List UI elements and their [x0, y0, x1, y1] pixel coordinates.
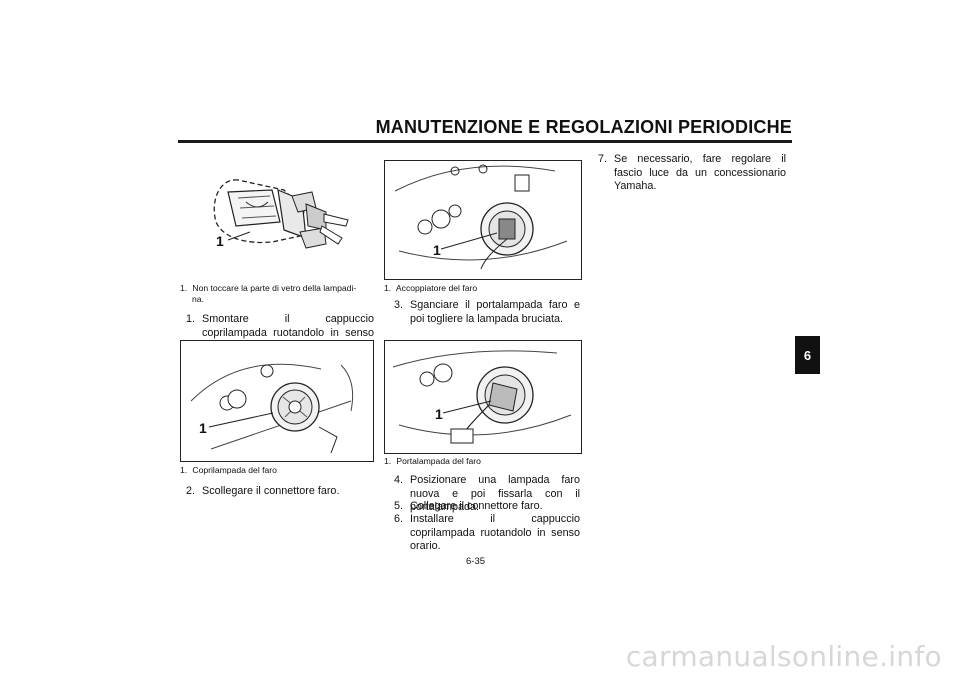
- figure-bulb: 1: [180, 160, 372, 278]
- figure-coupler: 1: [384, 160, 582, 280]
- step-item: 5. Collegare il connettore faro.: [394, 500, 543, 512]
- figure-caption: 1. Coprilampada del faro: [180, 465, 277, 475]
- cover-callout: 1: [199, 420, 207, 436]
- title-rule: [178, 140, 792, 143]
- coupler-callout: 1: [433, 242, 441, 258]
- figure-cover: 1: [180, 340, 374, 462]
- step-item: 3. Sganciare il portalampada faro e poi …: [394, 299, 580, 325]
- headlight-coupler-illustration: 1: [394, 164, 568, 270]
- step-item: 6. Installare il cappuccio coprilampada …: [394, 513, 580, 552]
- bulb-callout: 1: [216, 233, 224, 249]
- holder-callout: 1: [435, 406, 443, 422]
- step-item: 2. Scollegare il connettore faro.: [186, 485, 340, 497]
- watermark: carmanualsonline.info: [625, 640, 942, 673]
- figure-caption: 1. Non toccare la parte di vetro della l…: [180, 283, 357, 304]
- headlight-bulb-cover-illustration: 1: [190, 363, 354, 454]
- headlight-bulb-holder-illustration: 1: [392, 350, 572, 444]
- halogen-bulb-illustration: 1: [213, 179, 349, 249]
- page-number: 6-35: [466, 556, 486, 567]
- step-item: 7. Se necessario, fare regolare il fasci…: [598, 153, 786, 192]
- figure-caption: 1. Portalampada del faro: [384, 456, 481, 466]
- step-item: 4. Posizionare una lampada faro nuova e …: [394, 474, 580, 513]
- chapter-tab: 6: [795, 336, 820, 374]
- figure-holder: 1: [384, 340, 582, 454]
- page-title: MANUTENZIONE E REGOLAZIONI PERIODICHE: [375, 117, 792, 137]
- figure-caption: 1. Accoppiatore del faro: [384, 283, 478, 293]
